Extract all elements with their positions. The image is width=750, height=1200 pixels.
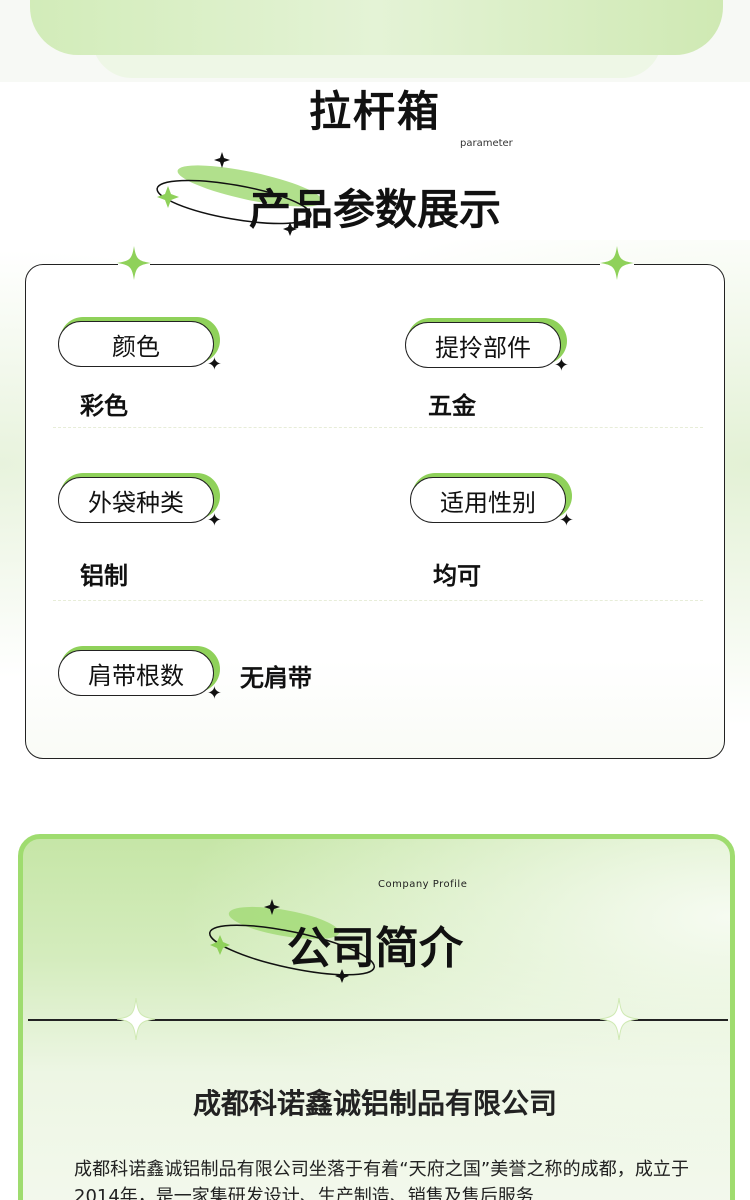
sparkle-icon <box>599 997 639 1041</box>
company-section-title: 公司简介 <box>287 923 463 974</box>
row-divider <box>53 600 703 601</box>
orbit-ellipse-icon <box>209 899 375 983</box>
sparkle-icon <box>116 997 156 1041</box>
param-label: 颜色 <box>112 333 160 361</box>
param-label: 适用性别 <box>440 489 536 517</box>
parameter-caption: parameter <box>460 138 513 149</box>
star-four-point-icon: ✦ <box>558 510 574 531</box>
star-four-point-icon: ✦ <box>206 510 222 531</box>
company-name: 成都科诺鑫诚铝制品有限公司 <box>192 1087 557 1120</box>
param-badge-strap-count: 肩带根数 ✦ <box>58 646 222 704</box>
param-label: 提拎部件 <box>435 334 531 362</box>
row-divider <box>53 427 703 428</box>
section-title: 产品参数展示 <box>248 185 501 234</box>
star-four-point-icon: ✦ <box>553 355 569 376</box>
param-label: 外袋种类 <box>88 489 184 517</box>
company-description: 成都科诺鑫诚铝制品有限公司坐落于有着“天府之国”美誉之称的成都，成立于2014年… <box>74 1159 689 1200</box>
product-title: 拉杆箱 <box>308 87 441 136</box>
star-four-point-icon: ✦ <box>206 683 222 704</box>
sparkle-icon <box>600 246 634 280</box>
param-badge-color: 颜色 ✦ <box>58 317 222 375</box>
param-value: 均可 <box>433 562 481 590</box>
param-badge-gender: 适用性别 ✦ <box>410 473 574 531</box>
sparkle-icon <box>117 246 151 280</box>
param-value: 彩色 <box>80 392 128 420</box>
top-pill <box>30 0 723 55</box>
param-value: 铝制 <box>80 562 128 590</box>
param-badge-bag-type: 外袋种类 ✦ <box>58 473 222 531</box>
param-label: 肩带根数 <box>88 662 184 690</box>
company-profile-caption: Company Profile <box>378 879 468 890</box>
param-value: 五金 <box>428 392 476 420</box>
star-four-point-icon: ✦ <box>206 354 222 375</box>
param-value: 无肩带 <box>240 664 312 692</box>
orbit-ellipse-icon <box>156 152 323 236</box>
top-band <box>0 0 750 82</box>
param-badge-handle: 提拎部件 ✦ <box>405 318 569 376</box>
company-divider <box>28 1019 728 1021</box>
